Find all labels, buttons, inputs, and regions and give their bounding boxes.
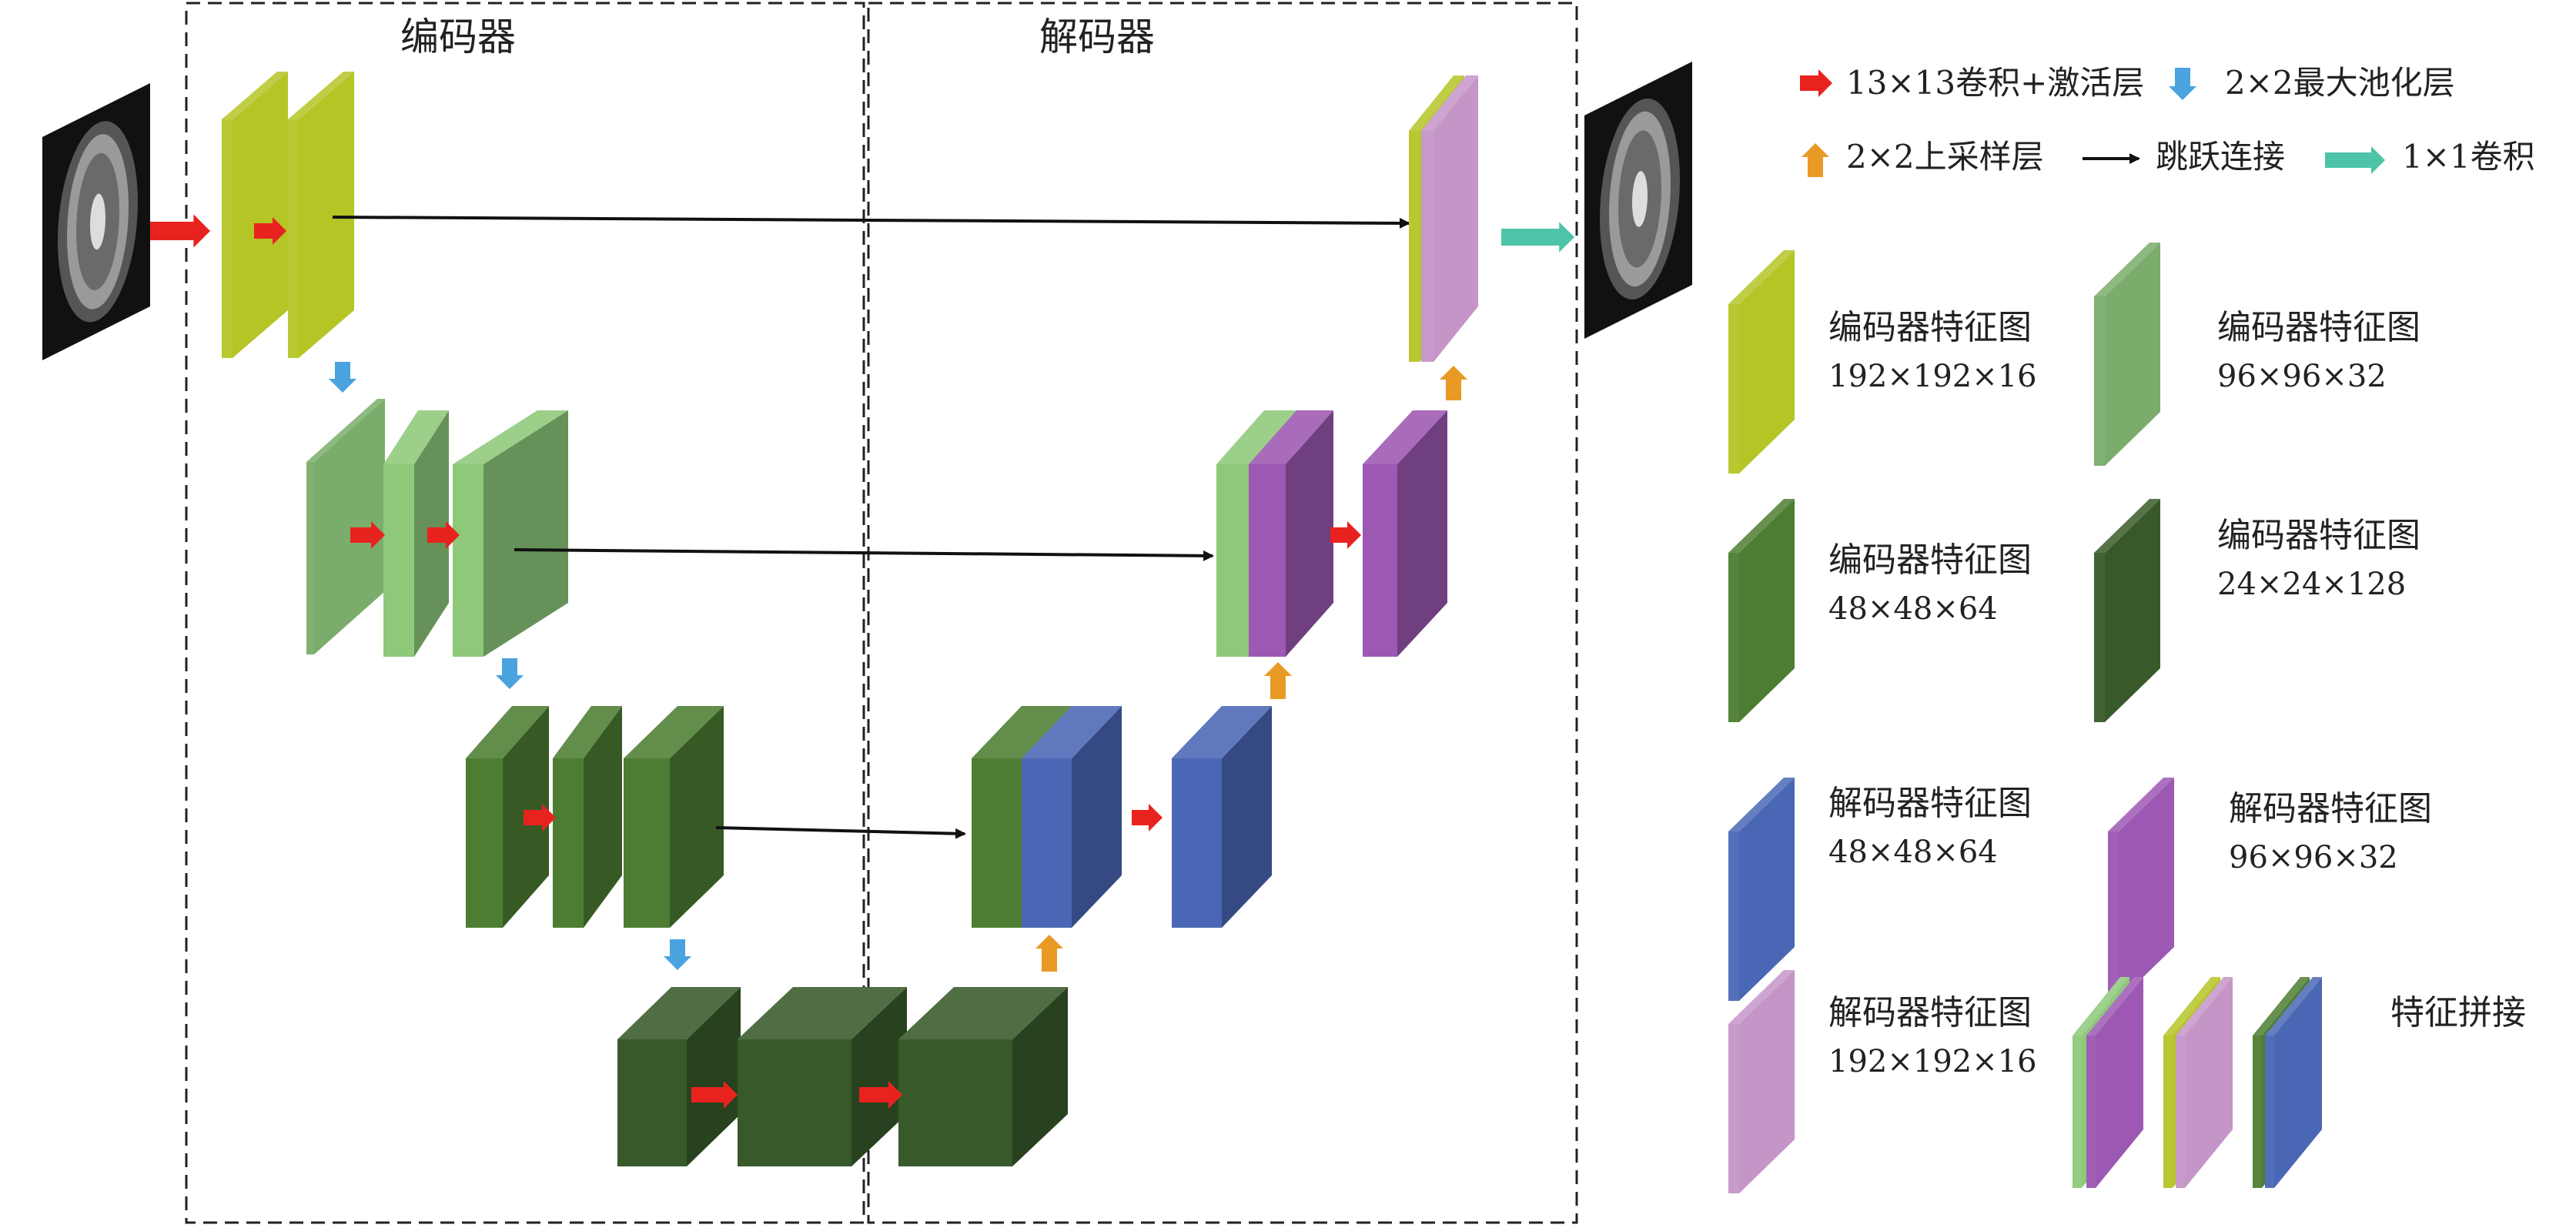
legend-swatch-label-dec192: 解码器特征图 [1828, 993, 2032, 1032]
legend-orange-up-arrow-icon [1802, 143, 1829, 177]
legend-swatch-size-enc192: 192×192×16 [1828, 359, 2037, 394]
legend-swatch-size-dec48: 48×48×64 [1828, 835, 1998, 870]
skip-connection-3 [715, 826, 966, 839]
dec1-concat-dec-part [1421, 75, 1478, 362]
legend-concat-label: 特征拼接 [2390, 993, 2526, 1032]
decoder-title: 解码器 [1039, 15, 1155, 59]
legend-concat-sample [2073, 977, 2322, 1188]
legend-swatch-label-enc96: 编码器特征图 [2217, 308, 2420, 347]
output-conv-arrow [1501, 222, 1574, 253]
bottleneck-conv-arrow-b [859, 1081, 902, 1109]
legend-swatch-label-enc24: 编码器特征图 [2217, 516, 2420, 555]
legend-swatch-label-dec96: 解码器特征图 [2229, 789, 2432, 828]
legend-swatch-size-enc24: 24×24×128 [2217, 567, 2406, 602]
enc2-feature-map-a [306, 399, 385, 654]
legend-swatch-enc24 [2094, 499, 2160, 722]
concat-sample-dec48 [2265, 977, 2322, 1188]
enc3-feature-map-b [553, 706, 622, 928]
bottleneck-feature-map-a [617, 987, 741, 1166]
concat-sample-dec192 [2176, 977, 2233, 1188]
legend-teal-arrow-icon [2325, 146, 2385, 174]
legend-swatch-label-enc48: 编码器特征图 [1828, 540, 2032, 580]
legend-swatch-label-dec48: 解码器特征图 [1828, 784, 2032, 823]
dec2-feature-map [1363, 410, 1447, 657]
bottleneck-feature-map-b [738, 987, 907, 1166]
dec2-concat-dec-part [1249, 410, 1333, 657]
legend-swatch-enc192 [1728, 250, 1795, 473]
legend-swatch-enc96 [2094, 243, 2160, 466]
enc3-conv-arrow [524, 804, 556, 831]
concat-sample-dec96 [2086, 977, 2143, 1188]
legend-swatch-size-enc48: 48×48×64 [1828, 591, 1998, 627]
enc1-conv-arrow [254, 217, 286, 245]
enc3-feature-map-c [624, 706, 724, 928]
bottleneck-feature-map-c [898, 987, 1068, 1166]
bottleneck-conv-arrow-a [691, 1081, 738, 1109]
dec3-feature-map [1172, 706, 1272, 928]
dec3-concat-dec-part [1022, 706, 1122, 928]
enc2-conv-arrow-a [350, 521, 385, 549]
upsample1-arrow [1440, 366, 1467, 400]
input-conv-arrow [150, 214, 210, 248]
legend-conv-label: 13×13卷积+激活层 [1846, 64, 2144, 102]
legend-swatch-dec48 [1728, 778, 1795, 1001]
legend-swatch-enc48 [1728, 499, 1795, 722]
enc1-feature-map-a [222, 72, 288, 358]
legend-swatch-size-dec96: 96×96×32 [2229, 840, 2398, 875]
dec3-conv-arrow [1132, 804, 1163, 831]
legend-swatch-label-enc192: 编码器特征图 [1828, 308, 2032, 347]
skip-connection-1 [332, 216, 1410, 229]
legend-swatch-dec96 [2108, 778, 2174, 1001]
legend-skip-label: 跳跃连接 [2156, 138, 2285, 176]
input-mri-image [42, 83, 150, 360]
legend-pool-label: 2×2最大池化层 [2225, 64, 2455, 102]
encoder-title: 编码器 [400, 15, 516, 59]
legend-1x1-label: 1×1卷积 [2402, 138, 2535, 176]
legend-red-arrow-icon [1800, 69, 1832, 97]
upsample3-arrow [1035, 935, 1063, 972]
dec2-conv-arrow [1330, 521, 1361, 549]
legend-swatch-size-enc96: 96×96×32 [2217, 359, 2387, 394]
pool1-arrow [329, 362, 356, 393]
pool2-arrow [496, 658, 524, 689]
legend-swatch-dec192 [1728, 970, 1795, 1193]
legend-upsample-label: 2×2上采样层 [1846, 138, 2044, 176]
enc2-feature-map-c [453, 410, 568, 657]
skip-connection-2 [514, 548, 1214, 561]
enc1-feature-map-b [288, 72, 354, 358]
enc2-conv-arrow-b [427, 521, 460, 549]
pool3-arrow [664, 939, 691, 970]
upsample2-arrow [1264, 662, 1292, 699]
legend-swatch-size-dec192: 192×192×16 [1828, 1044, 2037, 1079]
output-mri-image [1584, 62, 1692, 339]
legend-blue-down-arrow-icon [2169, 68, 2196, 100]
decoder-section-box [867, 2, 1578, 1224]
